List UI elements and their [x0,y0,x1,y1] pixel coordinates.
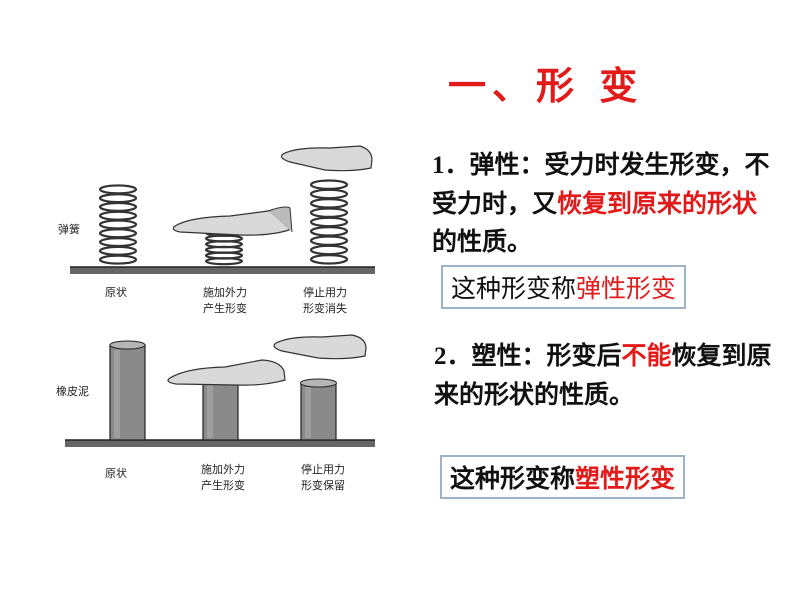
plasticity-definition: 2．塑性：形变后不能恢复到原来的形状的性质。 [434,337,774,414]
elasticity-text-b: 的性质。 [432,227,533,256]
elasticity-number: 1 [432,152,445,179]
clay-deformed [202,375,239,441]
clay-remains-deformed [300,378,337,441]
page-title: 一、形 变 [448,63,644,108]
spring-coil [309,188,349,200]
spring-coil [309,179,349,190]
spring-coil [98,184,138,195]
spring-ground [70,267,375,274]
clay-caption-original: 原状 [105,467,127,480]
plastic-deformation-box: 这种形变称塑性形变 [440,455,686,499]
spring-row-label: 弹簧 [58,223,80,236]
spring-coil [309,216,349,228]
plastic-box-prefix: 这种形变称 [450,464,576,493]
spring-coil [98,254,138,265]
spring-coil [98,193,138,204]
spring-coil [98,245,138,256]
plastic-box-term: 塑性形变 [575,464,676,493]
clay-original [109,340,146,441]
elasticity-text-a: ．弹性：受力时发生形变，不受力时，又 [432,150,770,218]
clay-caption-retained: 停止用力 形变保留 [301,463,345,492]
spring-caption-original: 原状 [105,286,127,299]
clay-ground [65,440,375,447]
plasticity-text-b: 恢复到原来的形状的性质。 [434,341,772,409]
spring-coil [98,228,138,239]
spring-coil [309,207,349,218]
spring-coil [98,210,138,221]
plasticity-text-a: ．塑性：形变后 [446,341,622,370]
spring-coil [309,226,349,237]
spring-caption-released: 停止用力 形变消失 [303,286,347,315]
spring-coil [309,254,349,265]
clay-caption-applied: 施加外力 产生形变 [201,463,245,492]
plasticity-highlight: 不能 [621,341,672,370]
plasticity-number: 2 [434,343,447,370]
spring-original [98,184,138,265]
elasticity-definition: 1．弹性：受力时发生形变，不受力时，又恢复到原来的形状的性质。 [432,146,772,261]
elasticity-highlight: 恢复到原来的形状 [557,189,758,218]
clay-row-label: 橡皮泥 [56,385,89,398]
spring-coil [98,219,138,230]
elastic-box-prefix: 这种形变称 [451,274,577,303]
spring-coil [309,244,349,256]
spring-coil [98,237,138,248]
spring-coil [98,201,138,212]
hand-pressing-clay [167,359,286,386]
hand-released-clay [273,334,367,360]
spring-caption-applied: 施加外力 产生形变 [203,286,247,315]
spring-restored [309,179,349,265]
hand-released-spring [280,145,373,172]
hand-pressing-spring [172,206,293,236]
spring-coil [309,198,349,209]
elastic-box-term: 弹性形变 [576,274,677,303]
elastic-deformation-box: 这种形变称弹性形变 [441,265,687,309]
spring-coil [309,235,349,246]
